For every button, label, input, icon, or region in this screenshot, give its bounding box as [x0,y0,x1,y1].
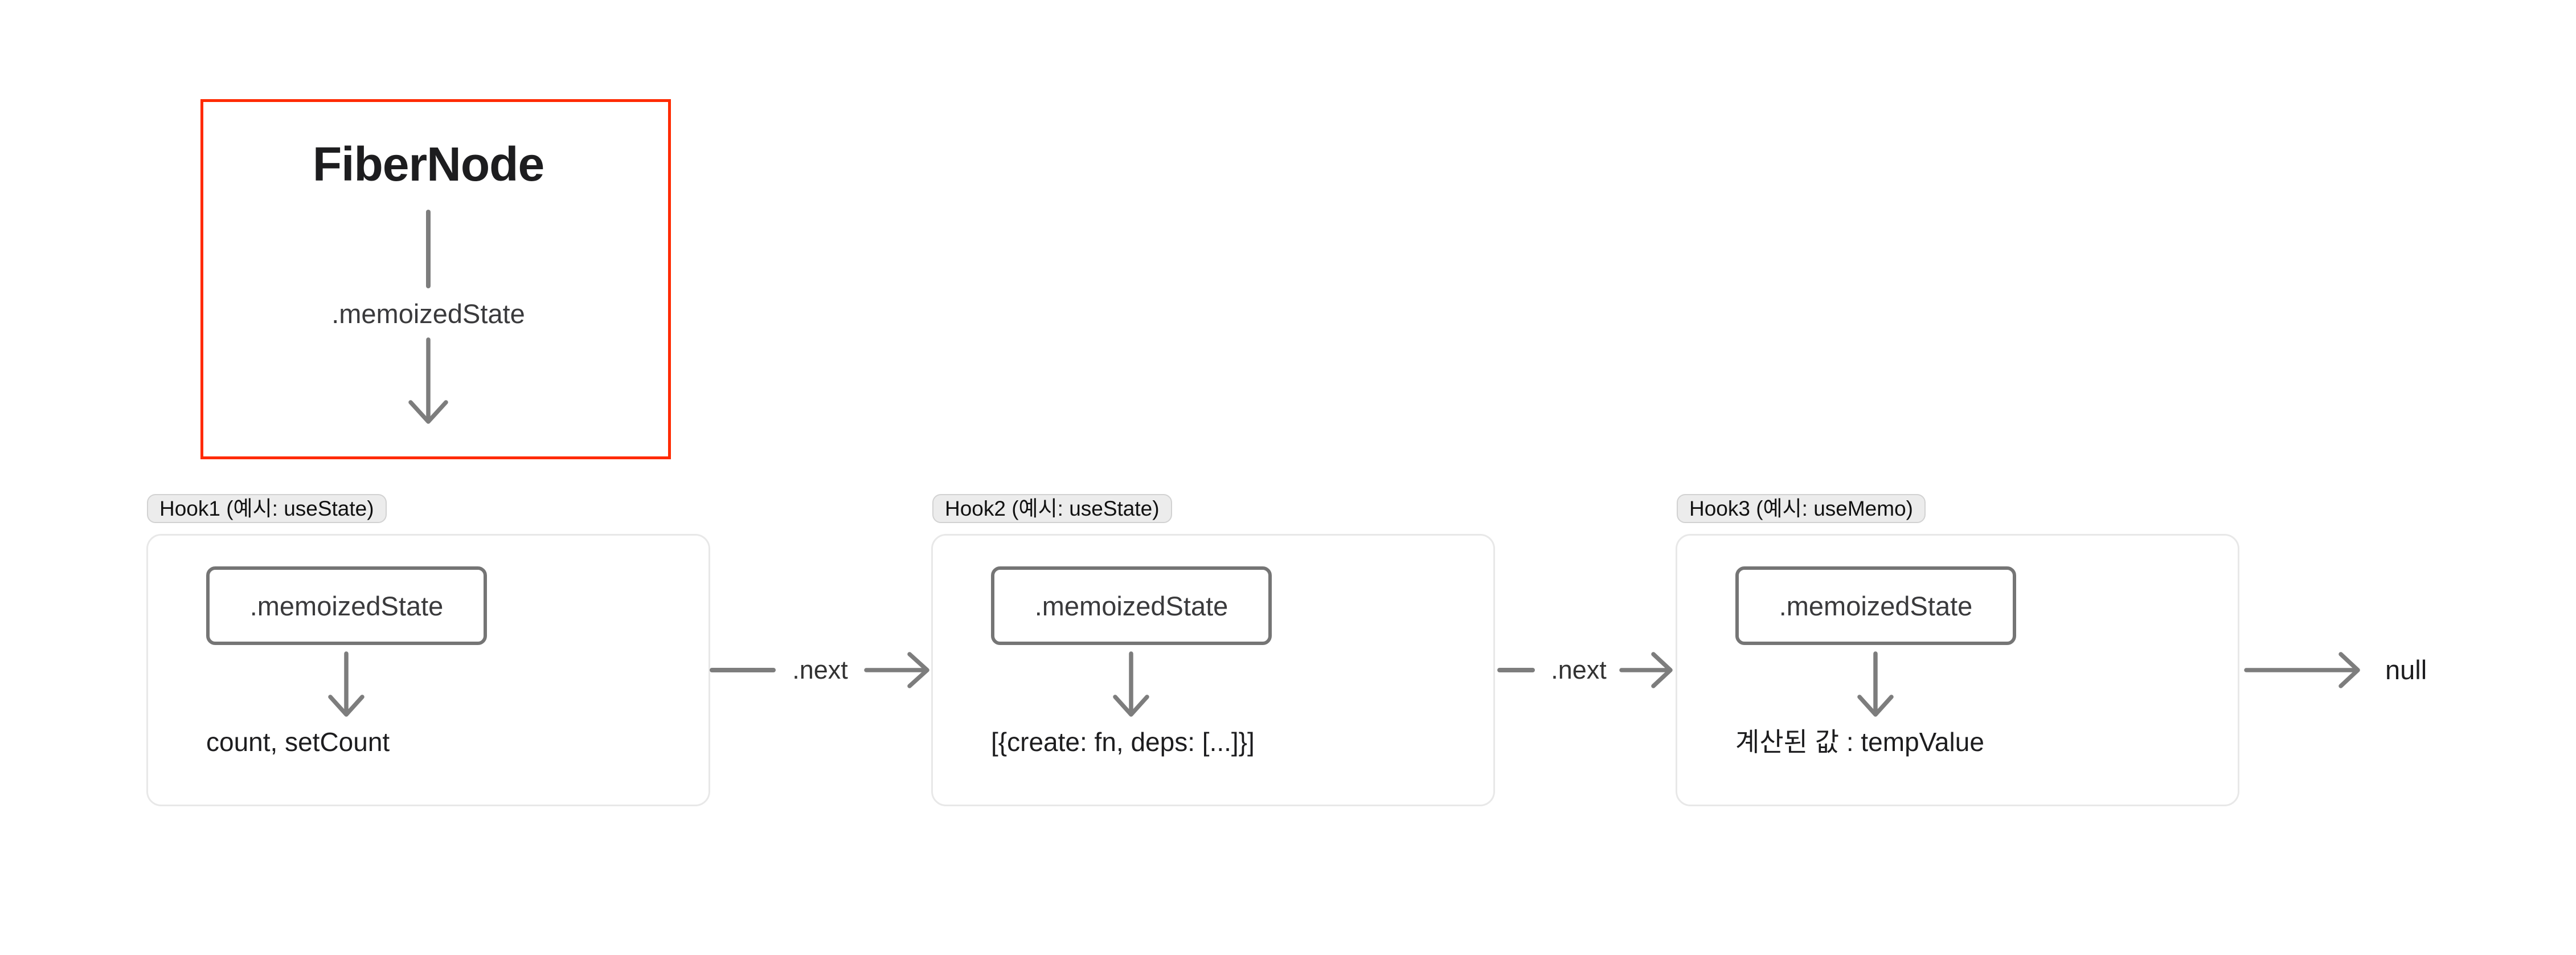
next-edge-label: .next [1551,655,1607,684]
hook2-value: [{create: fn, deps: [...]}] [991,727,1255,757]
right-arrow-icon [1619,652,1673,688]
hook3-memoizedstate-box: .memoizedState [1735,566,2016,645]
hook1-tag: Hook1 (예시: useState) [147,494,387,523]
next-edge-line [710,668,776,672]
fibernode-stem-line [426,210,431,288]
hook1-value: count, setCount [206,727,390,757]
hook3-value: 계산된 값 : tempValue [1735,727,1984,757]
fibernode-memoizedstate-label: .memoizedState [331,299,525,329]
hook2-memoizedstate-box: .memoizedState [991,566,1272,645]
right-arrow-icon [2244,652,2360,688]
down-arrow-icon [1113,651,1149,717]
hook3-card: .memoizedState 계산된 값 : tempValue [1676,534,2239,806]
hook3-tag: Hook3 (예시: useMemo) [1677,494,1926,523]
fibernode-title: FiberNode [312,137,544,191]
fibernode-box: FiberNode .memoizedState [200,99,671,459]
next-edge-line [1497,668,1535,672]
hook2-card: .memoizedState [{create: fn, deps: [...]… [931,534,1495,806]
down-arrow-icon [408,337,448,424]
down-arrow-icon [328,651,365,717]
down-arrow-icon [1857,651,1894,717]
null-label: null [2385,655,2427,685]
hook1-card: .memoizedState count, setCount [146,534,710,806]
right-arrow-icon [864,652,929,688]
hook1-memoizedstate-box: .memoizedState [206,566,487,645]
next-edge-label: .next [792,655,848,684]
hook2-tag: Hook2 (예시: useState) [932,494,1172,523]
